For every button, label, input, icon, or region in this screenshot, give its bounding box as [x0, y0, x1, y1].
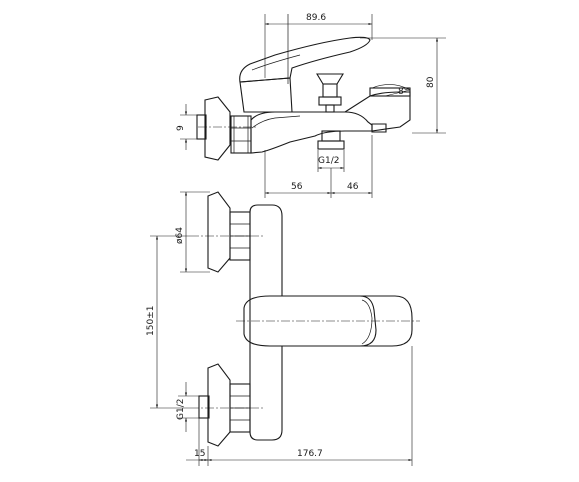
side-body	[250, 111, 373, 154]
side-lever-handle	[239, 36, 371, 83]
side-spout	[344, 91, 411, 132]
dim-spout-offset: 46	[347, 182, 359, 192]
dim-outlet-offset: 56	[291, 182, 303, 192]
side-wall-flange	[204, 96, 231, 161]
front-lever	[243, 295, 377, 347]
dim-stem: 9	[176, 125, 186, 131]
front-body	[249, 204, 413, 441]
dim-wall-offset: 15	[194, 449, 205, 459]
side-hex-nut	[230, 115, 252, 154]
dim-center-distance: 150±1	[146, 306, 156, 336]
side-view: 8° 89.6 80 9 G1/2 56 46	[176, 13, 446, 198]
side-spout-outlet	[371, 123, 387, 133]
dim-thread-top: G1/2	[318, 156, 339, 166]
dim-height: 80	[426, 76, 436, 88]
dim-overall-length: 176.7	[297, 449, 323, 459]
dim-thread-front: G1/2	[176, 399, 186, 420]
front-lower-stem	[198, 395, 210, 419]
side-shower-outlet	[317, 130, 345, 150]
front-view: ø64 150±1 G1/2 15 176.7	[146, 191, 420, 466]
dim-flange-dia: ø64	[175, 227, 185, 244]
side-diverter-knob	[316, 73, 344, 113]
front-lower-flange	[207, 363, 231, 447]
front-upper-flange	[207, 191, 231, 273]
dim-angle: 8°	[398, 87, 408, 97]
side-spout-top	[369, 87, 411, 97]
dim-top-width: 89.6	[306, 13, 326, 23]
side-handle-column	[239, 77, 293, 113]
